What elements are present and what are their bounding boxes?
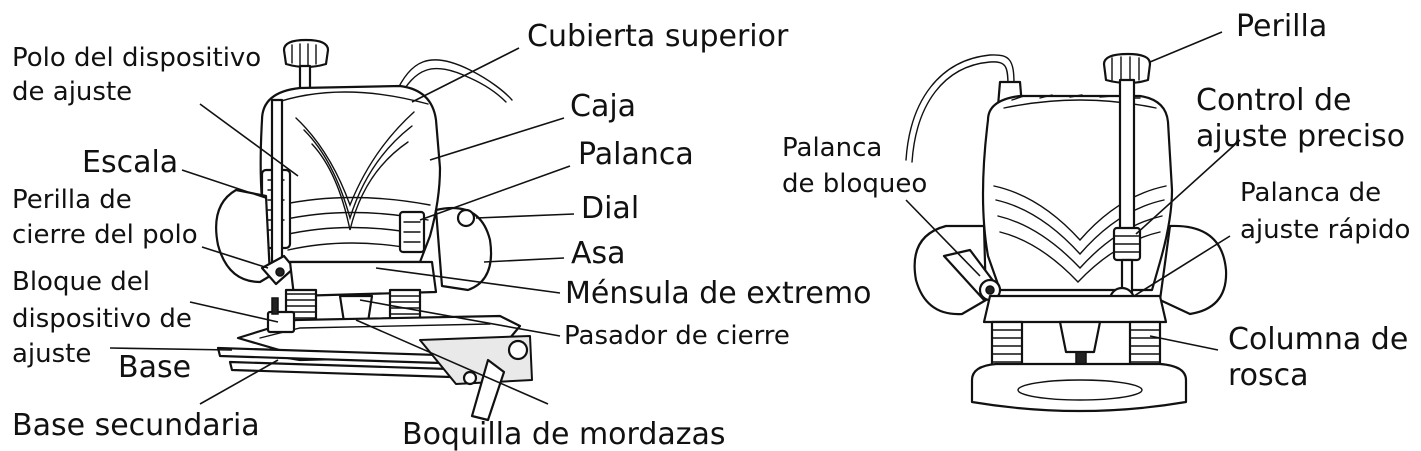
label-asa: Asa <box>571 236 626 271</box>
leader-lines <box>109 31 1241 405</box>
label-palanca-bloqueo-line1: Palanca <box>782 133 882 163</box>
label-bloque-line2: dispositivo de <box>12 304 192 334</box>
left-router-illustration <box>215 38 533 422</box>
label-dial: Dial <box>581 191 639 226</box>
label-bloque-line3: ajuste <box>12 339 91 369</box>
label-boquilla-mordazas: Boquilla de mordazas <box>402 417 726 451</box>
label-control-line1: Control de <box>1196 83 1351 118</box>
left-labels: Cubierta superior Polo del dispositivo d… <box>12 19 871 451</box>
right-router-illustration <box>905 52 1228 413</box>
label-polo-dispositivo-line2: de ajuste <box>12 77 132 107</box>
label-cubierta-superior: Cubierta superior <box>527 19 789 54</box>
label-columna-line1: Columna de <box>1228 322 1408 357</box>
label-polo-dispositivo-line1: Polo del dispositivo <box>12 43 261 73</box>
right-labels: Perilla Control de ajuste preciso Palanc… <box>782 9 1410 393</box>
label-perilla-cierre-line2: cierre del polo <box>12 220 198 250</box>
label-perilla: Perilla <box>1236 9 1327 44</box>
label-pasador-cierre: Pasador de cierre <box>564 321 790 351</box>
label-palanca-ajuste-line2: ajuste rápido <box>1240 215 1410 245</box>
label-perilla-cierre-line1: Perilla de <box>12 185 132 215</box>
label-caja: Caja <box>570 89 636 124</box>
label-mensula-extremo: Ménsula de extremo <box>565 276 871 311</box>
label-base-secundaria: Base secundaria <box>12 408 260 443</box>
label-columna-line2: rosca <box>1228 358 1309 393</box>
label-bloque-line1: Bloque del <box>12 267 150 297</box>
label-palanca-bloqueo-line2: de bloqueo <box>782 169 927 199</box>
label-palanca: Palanca <box>578 137 694 172</box>
label-base: Base <box>118 350 191 385</box>
label-palanca-ajuste-line1: Palanca de <box>1240 178 1381 208</box>
label-control-line2: ajuste preciso <box>1196 119 1405 154</box>
label-escala: Escala <box>82 145 178 180</box>
